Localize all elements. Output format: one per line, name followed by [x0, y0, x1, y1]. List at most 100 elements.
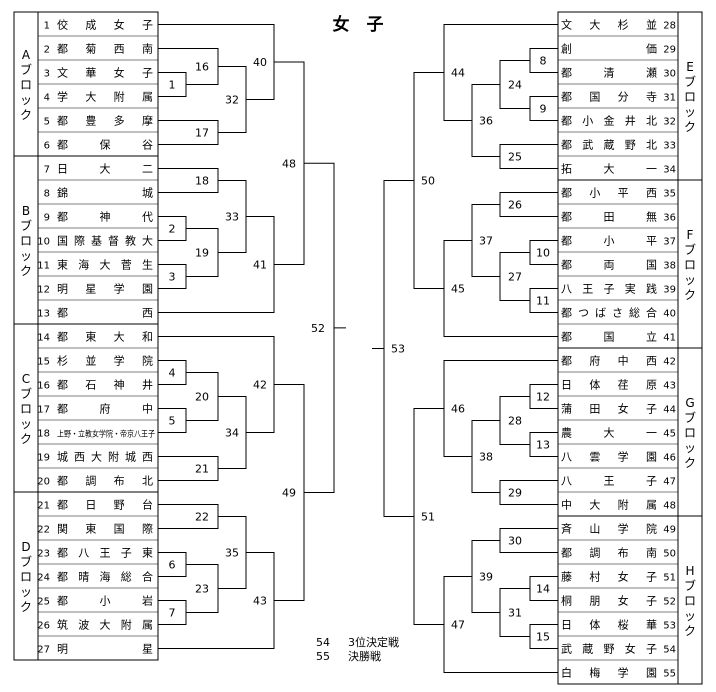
team-seed: 2 — [44, 45, 50, 56]
match-number: 13 — [536, 439, 550, 452]
team-name: 都保谷 — [57, 138, 153, 152]
block-label-box — [677, 515, 703, 685]
block-label-char: ロ — [20, 570, 32, 584]
bracket-title: 女 子 — [333, 14, 384, 35]
team-name: 都東大和 — [57, 330, 153, 344]
block-label-char: ク — [684, 456, 696, 470]
block-label-char: ク — [20, 600, 32, 614]
team-seed: 32 — [663, 117, 676, 128]
team-seed: 6 — [44, 141, 50, 152]
team-name: 農大一 — [561, 426, 657, 440]
team-name: 都つばさ総合 — [561, 306, 657, 320]
block-label-char: E — [686, 60, 694, 74]
match-number: 45 — [451, 283, 465, 296]
match-number: 38 — [479, 451, 493, 464]
match-number: 43 — [253, 595, 267, 608]
team-name: 都府中西 — [561, 354, 657, 368]
team-name: 城西大附城西 — [57, 450, 153, 464]
team-seed: 38 — [663, 261, 676, 272]
block-label-char: ッ — [684, 105, 696, 119]
match-number: 16 — [195, 61, 209, 74]
block-label-char: ロ — [684, 258, 696, 272]
team-seed: 19 — [37, 453, 50, 464]
team-name: 都小平 — [561, 235, 657, 248]
team-seed: 14 — [37, 333, 50, 344]
match-number: 11 — [536, 295, 550, 308]
team-seed: 20 — [37, 477, 50, 488]
block-label-char: D — [21, 540, 30, 554]
team-name: 都調布北 — [57, 474, 153, 488]
team-name: 明星 — [57, 643, 153, 656]
team-name: 中大附属 — [561, 498, 657, 512]
block-label-char: ロ — [684, 594, 696, 608]
match-number: 4 — [169, 367, 176, 380]
match-number: 44 — [451, 67, 465, 80]
team-name: 都小金井北 — [561, 114, 657, 128]
block-label-char: B — [22, 204, 30, 218]
block-label-char: ク — [684, 288, 696, 302]
team-name: 八雲学園 — [561, 450, 657, 464]
team-name: 東海大菅生 — [57, 258, 153, 272]
team-seed: 7 — [44, 165, 50, 176]
team-name: 都八王子東 — [57, 547, 153, 560]
team-seed: 27 — [37, 645, 50, 656]
match-number: 14 — [536, 583, 550, 596]
match-number: 15 — [536, 631, 550, 644]
team-seed: 26 — [37, 621, 50, 632]
team-seed: 3 — [44, 69, 50, 80]
team-name: 都菊西南 — [57, 43, 153, 56]
block-label-char: ブ — [684, 242, 696, 257]
team-name: 都府中 — [57, 402, 153, 416]
match-number: 52 — [311, 322, 325, 335]
team-name: 武蔵野女子 — [561, 642, 657, 656]
block-label-char: ッ — [20, 417, 32, 431]
match-number: 39 — [479, 571, 493, 584]
team-name: 佼成女子 — [57, 18, 153, 32]
match-number: 48 — [282, 157, 296, 170]
bracket-line — [158, 120, 219, 145]
match-number: 29 — [508, 487, 522, 500]
team-seed: 55 — [663, 669, 676, 680]
team-seed: 43 — [663, 381, 676, 392]
team-seed: 9 — [44, 213, 50, 224]
bracket-line — [158, 168, 219, 193]
bracket-line — [158, 504, 219, 529]
block-label-char: ブ — [20, 218, 32, 233]
bracket-line — [158, 456, 219, 481]
team-seed: 23 — [37, 549, 50, 560]
team-seed: 5 — [44, 117, 50, 128]
block-label-char: F — [687, 228, 694, 242]
team-seed: 50 — [663, 549, 676, 560]
team-seed: 28 — [663, 21, 676, 32]
match-number: 53 — [391, 343, 405, 356]
team-seed: 49 — [663, 525, 676, 536]
block-label-char: G — [685, 396, 694, 410]
team-name: 八王子 — [561, 475, 657, 488]
team-seed: 39 — [663, 285, 676, 296]
team-seed: 18 — [37, 429, 50, 440]
block-label-char: ロ — [20, 402, 32, 416]
match-number: 8 — [540, 55, 547, 68]
team-name: 錦城 — [57, 186, 153, 200]
block-label-char: ブ — [684, 74, 696, 89]
match-number: 33 — [225, 211, 239, 224]
team-name: 都小平西 — [561, 187, 657, 200]
team-name: 日体桜華 — [561, 618, 657, 632]
team-seed: 12 — [37, 285, 50, 296]
block-label-char: ロ — [684, 90, 696, 104]
block-label-char: ッ — [20, 585, 32, 599]
match-number: 26 — [508, 199, 522, 212]
team-name: 桐朋女子 — [561, 594, 657, 608]
match-number: 7 — [169, 607, 176, 620]
block-label-char: ク — [20, 264, 32, 278]
team-name: 都武蔵野北 — [561, 139, 657, 152]
match-number: 35 — [225, 547, 239, 560]
team-seed: 48 — [663, 501, 676, 512]
team-seed: 25 — [37, 597, 50, 608]
match-number: 5 — [169, 415, 176, 428]
team-name: 都小岩 — [57, 594, 153, 608]
team-name: 都清瀬 — [561, 66, 657, 80]
match-number: 31 — [508, 607, 522, 620]
team-seed: 17 — [37, 405, 50, 416]
